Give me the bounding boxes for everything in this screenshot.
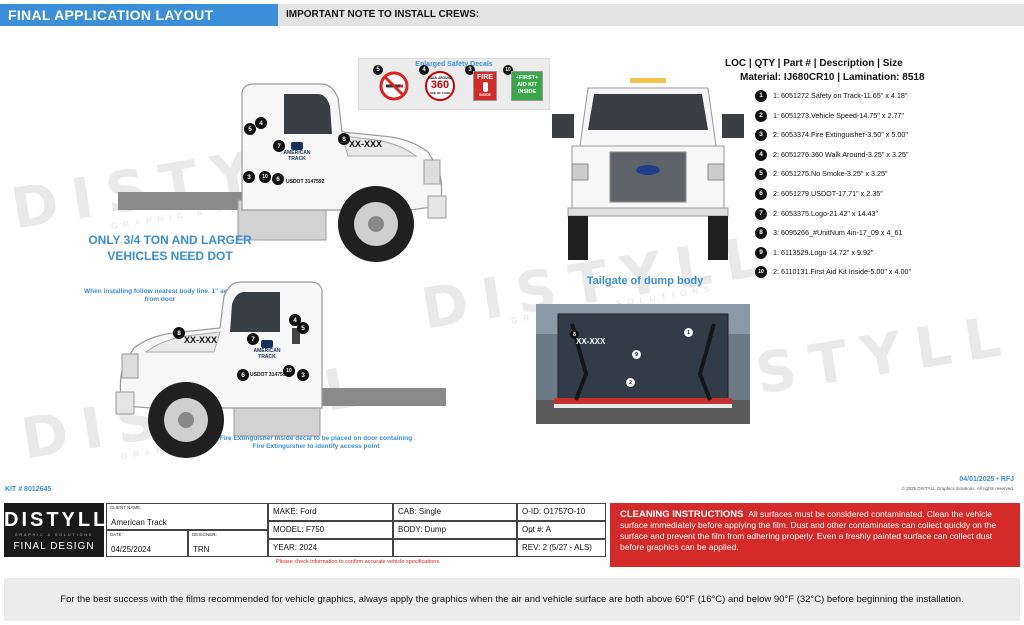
temperature-footer-note: For the best success with the films reco… xyxy=(4,578,1020,621)
brand-logo: DISTYLL xyxy=(4,509,109,531)
truck2-marker-10: 10 xyxy=(283,365,301,377)
cleaning-title: CLEANING INSTRUCTIONS xyxy=(620,509,744,520)
decal-number-4: 4 xyxy=(419,65,435,75)
install-note-heading: IMPORTANT NOTE TO INSTALL CREWS: xyxy=(278,4,1024,26)
revision-cell: REV: 2 (5/27 - ALS) xyxy=(517,539,606,557)
client-name-cell: CLIENT NAME: American Track xyxy=(106,503,268,530)
page-title: FINAL APPLICATION LAYOUT xyxy=(0,4,278,26)
truck2-marker-8: 8 xyxy=(173,327,191,339)
tailgate-caption: Tailgate of dump body xyxy=(586,275,704,287)
cleaning-text: All surfaces must be considered contamin… xyxy=(620,509,997,552)
truck1-unit-number: XX-XXX xyxy=(349,139,383,149)
decals-title: Enlarged Safety Decals xyxy=(415,61,493,68)
designer-cell: DESIGNER: TRN xyxy=(188,530,268,557)
photo-marker-8: 8 xyxy=(570,330,585,339)
truck1-marker-4: 4 xyxy=(255,117,273,129)
final-design-label: FINAL DESIGN xyxy=(13,541,95,552)
fire-extinguisher-icon: FIRE INSIDE xyxy=(473,71,497,101)
truck-front-view xyxy=(552,78,744,260)
make-cell: MAKE: Ford xyxy=(268,503,393,521)
tailgate-photo: 8 XX-XXX 1 9 2 xyxy=(536,304,750,424)
legend-title: LOC | QTY | Part # | Description | Size xyxy=(725,58,903,69)
photo-marker-9: 9 xyxy=(632,350,647,359)
option-cell: Opt #: A xyxy=(517,521,606,539)
truck1-logo: AMERICAN TRACK xyxy=(276,142,318,162)
decal-number-10: 10 xyxy=(503,65,519,75)
truck2-unit-number: XX-XXX xyxy=(184,335,218,345)
truck1-marker-5: 5 xyxy=(244,123,262,135)
blank-cell xyxy=(393,539,517,557)
decal-number-5: 5 xyxy=(373,65,389,75)
photo-marker-2: 2 xyxy=(626,378,641,387)
truck1-marker-7: 7 xyxy=(273,140,291,152)
copyright: © 2025 DISTYLL Graphics Solutions. All r… xyxy=(901,486,1014,491)
logo-mark-icon xyxy=(261,340,273,348)
order-id-cell: O-ID: O1757O-10 xyxy=(517,503,606,521)
truck1-usdot: USDOT 3147592 xyxy=(286,179,325,185)
truck2-logo: AMERICAN TRACK xyxy=(246,340,288,360)
truck-side-view-passenger xyxy=(118,83,447,262)
truck1-marker-6: 6 xyxy=(272,173,290,185)
kit-number: KIT # 8012645 xyxy=(5,486,52,493)
truck2-marker-7: 7 xyxy=(247,333,265,345)
truck1-marker-3: 3 xyxy=(243,171,261,183)
brand-block: DISTYLL GRAPHIC & SOLUTIONS FINAL DESIGN xyxy=(4,503,109,557)
year-cell: YEAR: 2024 xyxy=(268,539,393,557)
photo-unit-number: XX-XXX xyxy=(576,337,606,346)
cleaning-instructions: CLEANING INSTRUCTIONS All surfaces must … xyxy=(610,503,1020,567)
truck2-marker-3: 3 xyxy=(297,369,315,381)
truck2-usdot: USDOT 3147592 xyxy=(250,372,289,378)
truck1-marker-8: 8 xyxy=(338,133,356,145)
logo-mark-icon xyxy=(291,142,303,150)
truck-side-view-driver xyxy=(115,281,446,458)
walk-around-360-icon: WALK AROUND 360 USE OF CARE xyxy=(425,71,455,101)
photo-marker-1: 1 xyxy=(684,328,699,337)
enlarged-safety-decals: Enlarged Safety Decals 5 4 WALK AROUND 3… xyxy=(358,58,550,110)
first-aid-kit-icon: +FIRST+ AID KIT INSIDE xyxy=(511,71,543,101)
spec-warning: Please check information to confirm accu… xyxy=(276,559,441,565)
decal-number-3: 3 xyxy=(465,65,481,75)
date-cell: DATE: 04/25/2024 xyxy=(106,530,188,557)
body-cell: BODY: Dump xyxy=(393,521,517,539)
truck2-marker-5: 5 xyxy=(297,322,315,334)
no-smoke-icon xyxy=(379,71,409,101)
cab-cell: CAB: Single xyxy=(393,503,517,521)
dot-requirement-caption: ONLY 3/4 TON AND LARGER VEHICLES NEED DO… xyxy=(88,233,252,263)
fire-extinguisher-note: Fire Extinguisher Inside decal to be pla… xyxy=(219,435,413,450)
legend-material: Material: IJ680CR10 | Lamination: 8518 xyxy=(740,72,925,83)
truck1-marker-10: 10 xyxy=(259,171,277,183)
body-line-note: When installing follow nearest body line… xyxy=(84,288,236,303)
dump-body-tailgate-image xyxy=(536,304,750,424)
brand-logo-sub: GRAPHIC & SOLUTIONS xyxy=(14,533,94,537)
truck2-marker-6: 6 xyxy=(237,369,255,381)
model-cell: MODEL: F750 xyxy=(268,521,393,539)
revision-date: 04/01/2025 • RFJ xyxy=(959,476,1014,483)
